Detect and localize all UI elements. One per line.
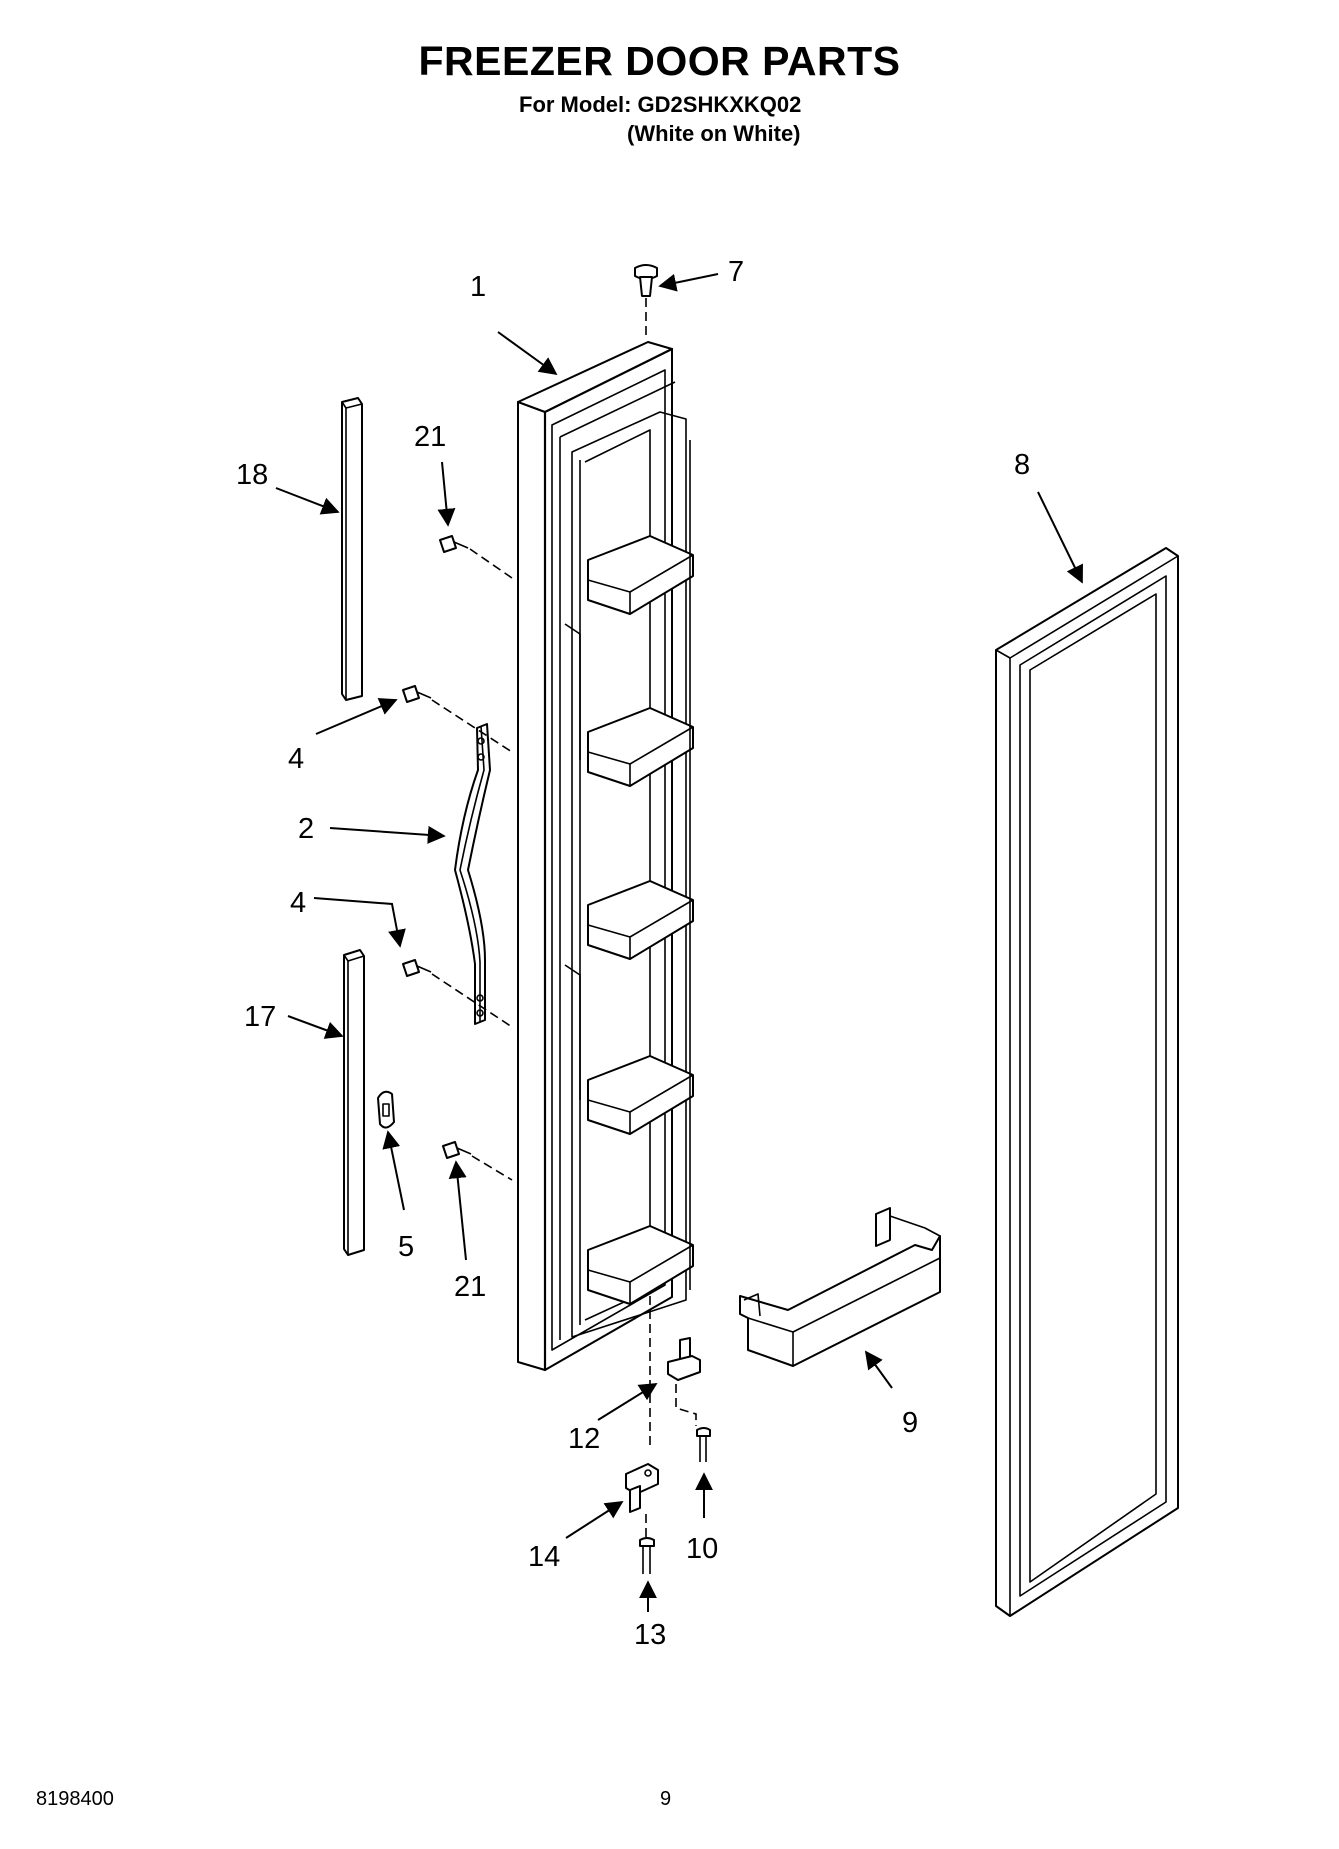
callout-17: 17 (244, 1001, 276, 1033)
page-number: 9 (660, 1788, 672, 1810)
door-bin (587, 1055, 694, 1135)
callout-12: 12 (568, 1423, 600, 1455)
door-bin (587, 880, 694, 960)
door-hinge-pin (649, 1296, 701, 1446)
trim-strip-upper (341, 397, 363, 701)
door-bin (587, 1225, 694, 1305)
callout-4-upper: 4 (288, 743, 304, 775)
callout-13: 13 (634, 1619, 666, 1651)
document-number: 8198400 (36, 1788, 114, 1810)
door-bin (587, 707, 694, 787)
door-clip (377, 1090, 395, 1129)
model-line: For Model: GD2SHKXKQ02 (519, 92, 802, 117)
callout-1: 1 (470, 271, 486, 303)
color-line: (White on White) (627, 121, 801, 146)
callout-9: 9 (902, 1407, 918, 1439)
callout-4-lower: 4 (290, 887, 306, 919)
door-panel (516, 341, 694, 1372)
callout-8: 8 (1014, 449, 1030, 481)
callout-2: 2 (298, 813, 314, 845)
callout-18: 18 (236, 459, 268, 491)
screw-13 (639, 1537, 655, 1574)
callout-5: 5 (398, 1231, 414, 1263)
door-handle (454, 723, 491, 1025)
door-plug (634, 264, 658, 338)
screw-10 (696, 1427, 711, 1462)
door-bottom-bin (739, 1207, 941, 1367)
screw-4-lower (402, 959, 513, 1028)
leader-lines (275, 273, 1083, 1612)
door-gasket (995, 547, 1179, 1617)
callout-7: 7 (728, 256, 744, 288)
screw-21-upper (439, 535, 513, 579)
callout-10: 10 (686, 1533, 718, 1565)
callout-14: 14 (528, 1541, 560, 1573)
screw-4-upper (402, 685, 513, 753)
door-bin (587, 535, 694, 615)
page-title: FREEZER DOOR PARTS (418, 38, 901, 84)
hinge-bracket (625, 1463, 659, 1540)
callout-21-lower: 21 (454, 1271, 486, 1303)
callout-21-upper: 21 (414, 421, 446, 453)
screw-21-lower (442, 1141, 513, 1181)
trim-strip-lower (343, 949, 365, 1256)
